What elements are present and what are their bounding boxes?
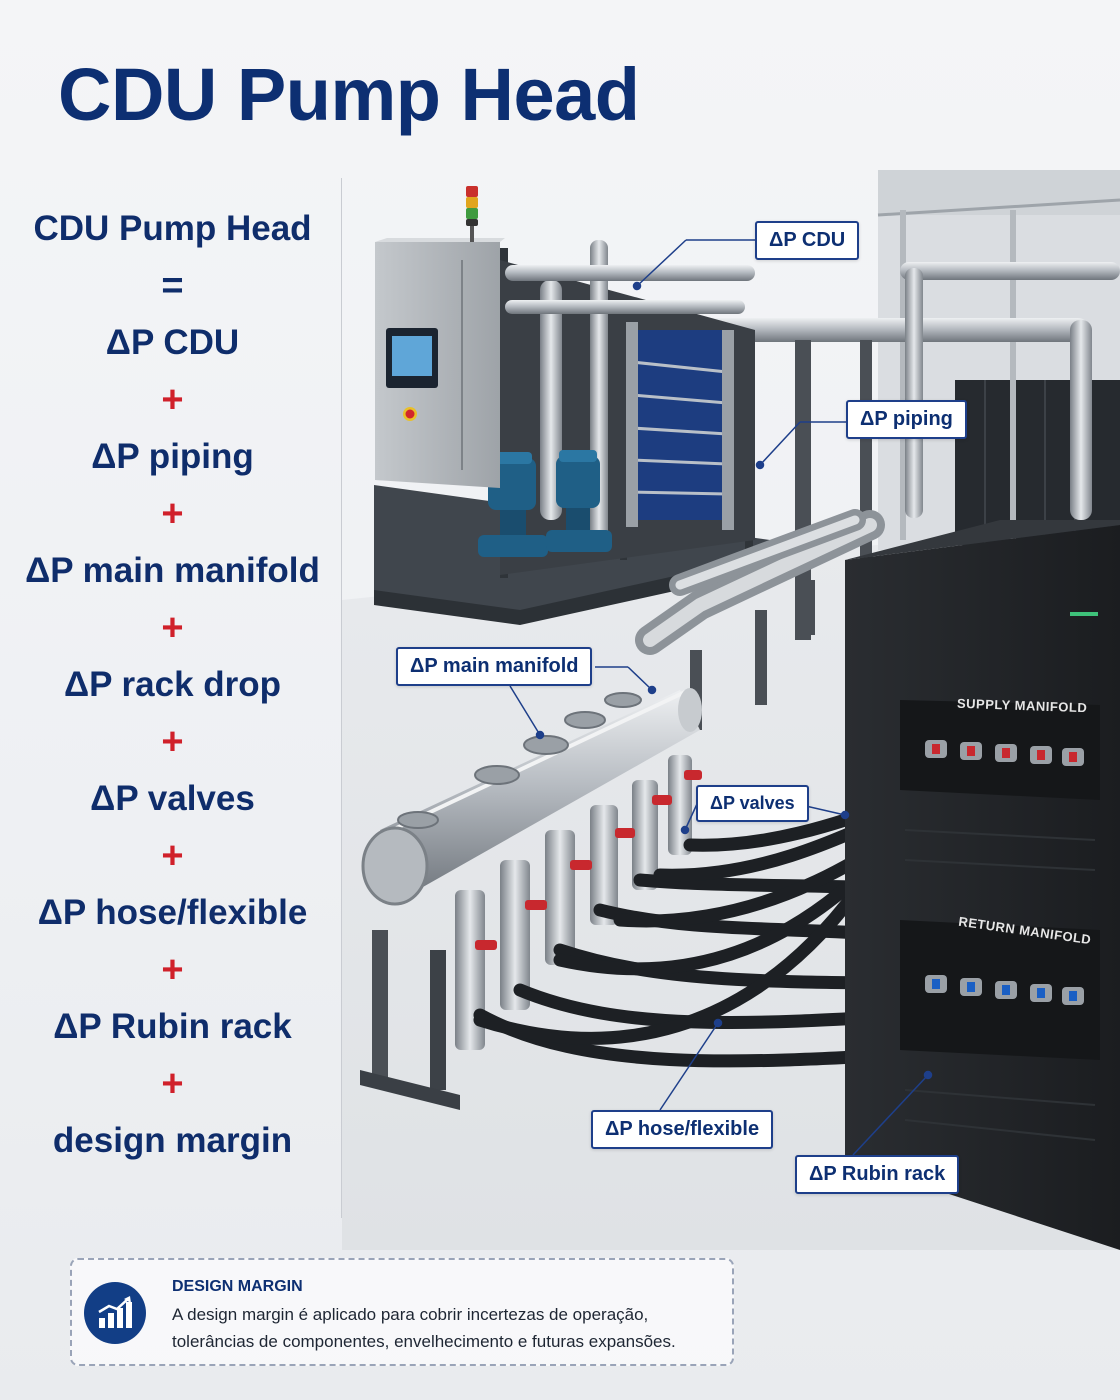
formula-term-main-manifold: ΔP main manifold (25, 551, 320, 590)
formula-plus: + (161, 493, 184, 535)
cooling-system-illustration (342, 170, 1120, 1250)
callout-delta-p-hose: ΔP hose/flexible (591, 1110, 774, 1149)
note-title: DESIGN MARGIN (172, 1278, 303, 1295)
formula-plus: + (161, 835, 184, 877)
supply-connectors (925, 740, 1084, 766)
formula-term-hose: ΔP hose/flexible (37, 893, 308, 932)
formula-plus: + (161, 1063, 184, 1105)
callout-delta-p-main-manifold: ΔP main manifold (396, 647, 593, 686)
status-light-icon (466, 186, 478, 242)
formula-term-cdu: ΔP CDU (105, 323, 240, 362)
callout-delta-p-rubin-rack: ΔP Rubin rack (795, 1155, 960, 1194)
design-margin-note: DESIGN MARGIN A design margin é aplicado… (70, 1258, 734, 1366)
emergency-stop-icon (405, 409, 415, 419)
pump-2 (546, 450, 612, 552)
formula-equals: = (161, 265, 184, 307)
section-divider (341, 178, 342, 1218)
formula-plus: + (161, 949, 184, 991)
cdu-unit (374, 186, 770, 625)
callout-delta-p-cdu: ΔP CDU (755, 221, 860, 260)
main-supply-pipe (635, 509, 885, 730)
formula-plus: + (161, 607, 184, 649)
return-connectors (925, 975, 1084, 1005)
formula-term-rubin-rack: ΔP Rubin rack (53, 1007, 292, 1046)
formula-term-valves: ΔP valves (90, 779, 255, 818)
rubin-rack (845, 520, 1120, 1250)
formula-plus: + (161, 721, 184, 763)
pump-head-formula: CDU Pump Head = ΔP CDU + ΔP piping + ΔP … (20, 200, 325, 1170)
formula-term-rack-drop: ΔP rack drop (63, 665, 282, 704)
note-text: A design margin é aplicado para cobrir i… (172, 1305, 676, 1351)
callout-delta-p-piping: ΔP piping (846, 400, 967, 439)
formula-term-piping: ΔP piping (91, 437, 254, 476)
callout-delta-p-valves: ΔP valves (696, 785, 809, 822)
main-manifold (360, 688, 702, 1110)
page-title: CDU Pump Head (58, 53, 640, 136)
callout-leaders (509, 239, 933, 1156)
formula-term-design-margin: design margin (52, 1121, 293, 1160)
chart-growth-icon (84, 1282, 146, 1344)
formula-lhs: CDU Pump Head (33, 209, 312, 248)
rack-status-led (1070, 612, 1098, 616)
formula-plus: + (161, 379, 184, 421)
